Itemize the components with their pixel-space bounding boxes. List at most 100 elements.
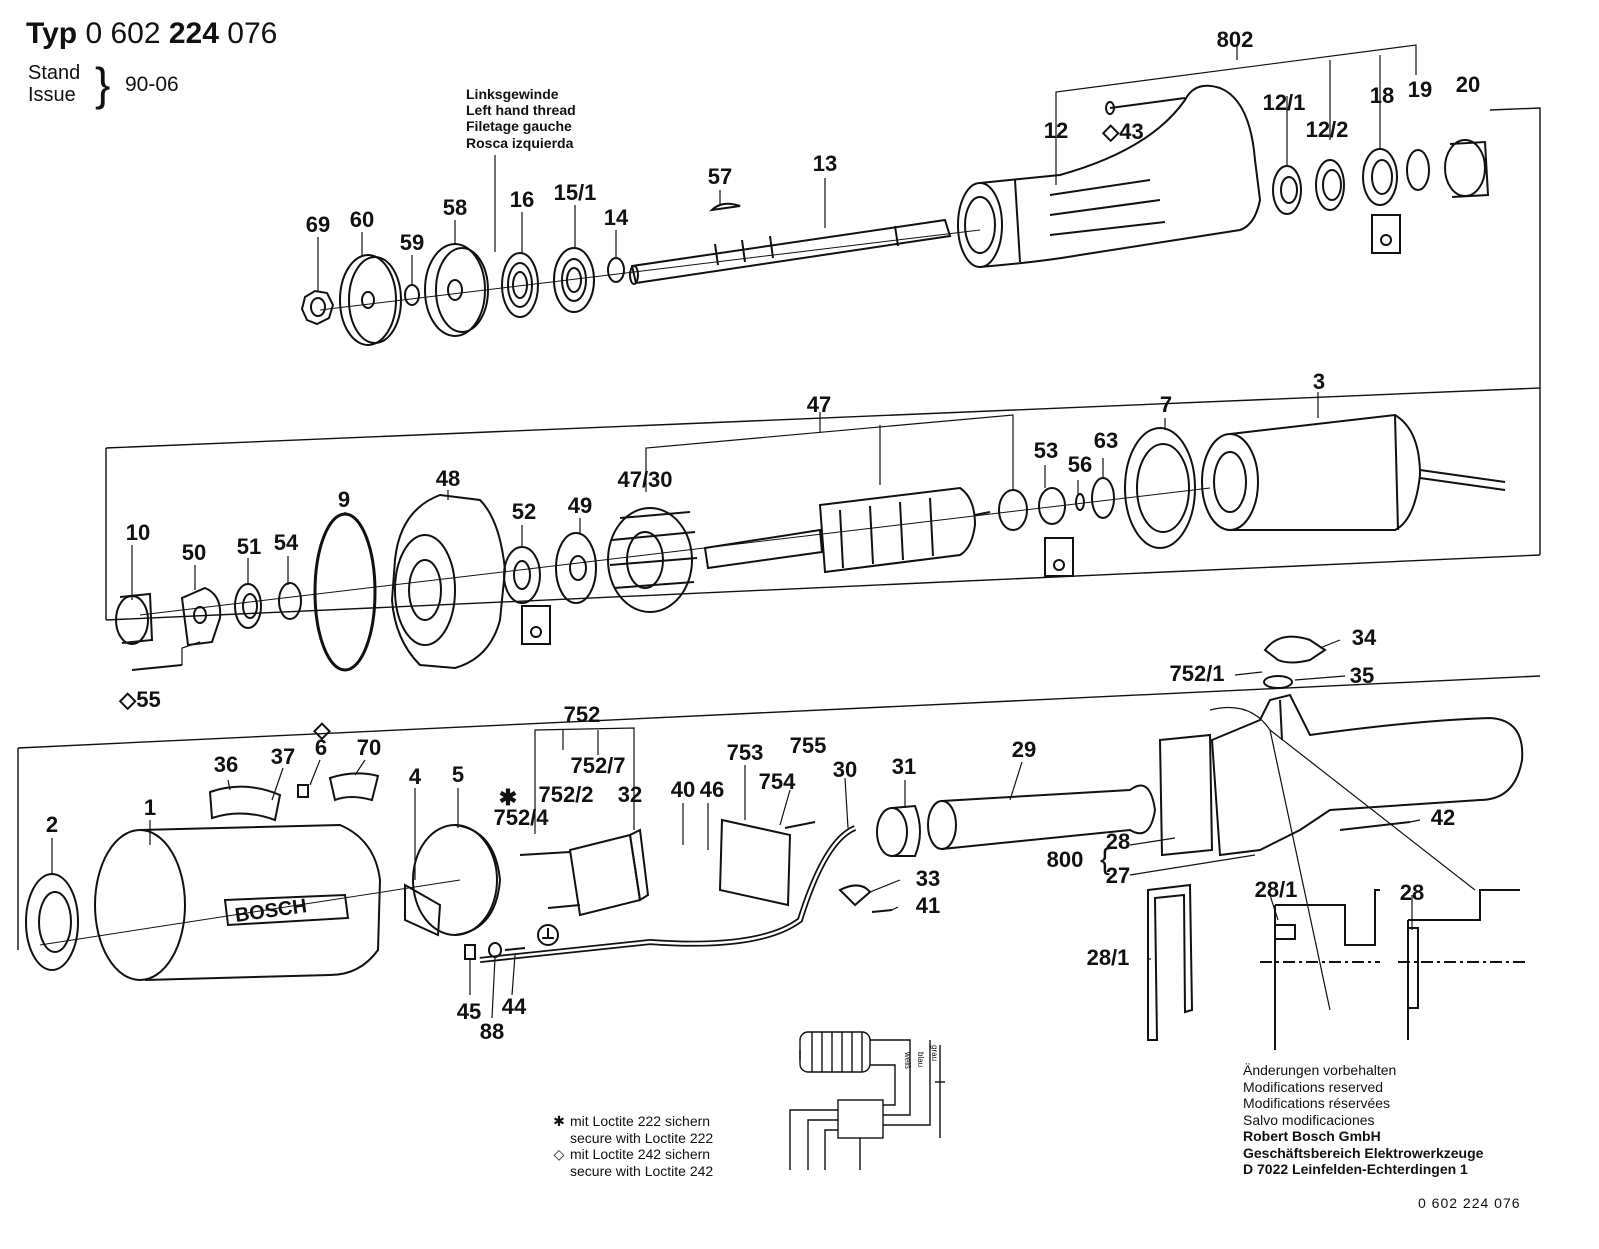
loctite-222-en: secure with Loctite 222 [570,1129,714,1146]
part-label-47: 47 [806,392,832,417]
part-label-32: 32 [617,782,643,807]
part-label-12-1: 12/1 [1262,90,1306,115]
seal-detail-28-1 [1260,889,1380,1050]
part-label-48: 48 [435,466,461,491]
screw-41 [871,909,893,913]
seal-28-1 [1147,883,1194,1041]
screw-755 [784,821,816,829]
stand-label: Stand [28,62,81,84]
cap-5 [412,824,502,936]
part-label-28-1-side: 28/1 [1086,945,1130,970]
part-label-37: 37 [270,744,296,769]
stand-issue-labels: Stand Issue [28,62,80,106]
ring-12-2 [1315,159,1345,211]
housing-assembly-row: BOSCH [25,635,1525,1050]
pinion-20 [1444,139,1490,198]
bracket-4 [404,883,442,937]
baffle-7 [1124,427,1196,549]
spindle-13 [629,218,952,285]
part-label-59: 59 [399,230,425,255]
part-label-35: 35 [1349,663,1375,688]
bearing-56 [1038,487,1066,525]
wire-label-1: weiß [903,1051,912,1069]
part-label-754: 754 [758,769,796,794]
oring-9 [313,512,377,672]
bearing-52 [503,546,541,604]
loctite-legend: ✱mit Loctite 222 sichern secure with Loc… [548,1113,713,1179]
type-number-part1: 0 602 [85,17,161,50]
ring-63 [1091,477,1115,519]
cable-clamp-33 [838,884,872,907]
part-label-14: 14 [603,205,629,230]
part-label-16: 16 [509,187,535,212]
modifications-fr: Modifications réservées [1243,1095,1391,1112]
part-label-753: 753 [726,740,764,765]
diamond-icon: ◇ [553,1146,565,1163]
key-57 [709,202,741,212]
part-label-43: ◇43 [1102,119,1144,144]
part-label-755: 755 [789,733,827,758]
part-label-50: 50 [181,540,207,565]
stator-3 [1201,413,1506,531]
thread-note-de: Linksgewinde [466,86,559,102]
grommet-31 [876,804,921,857]
bearing-card-52 [521,605,551,645]
ground-parts-45-88-44 [464,942,526,960]
company-name: Robert Bosch GmbH [1243,1128,1381,1145]
company-division: Geschäftsbereich Elektrowerkzeuge [1243,1144,1484,1161]
screw-6 [297,784,309,798]
bearing-plate-49 [555,532,597,604]
part-label-57: 57 [707,164,733,189]
type-label: Typ [26,17,78,50]
part-label-88: 88 [479,1019,505,1044]
issue-date: 90-06 [125,73,179,96]
part-label-34: 34 [1351,625,1377,650]
issue-label: Issue [28,84,76,106]
spindle-assembly-row [300,44,1490,346]
part-label-69: 69 [305,212,331,237]
part-label-70: 70 [356,735,382,760]
modifications-en: Modifications reserved [1243,1078,1384,1095]
ring-14 [607,257,625,283]
bracket-753 [718,818,792,907]
leaders-row3 [51,639,1476,1019]
thread-note-es: Rosca izquierda [466,134,574,151]
motor-housing-1: BOSCH [94,823,382,981]
washer-59 [404,284,420,306]
part-label-54: 54 [273,530,299,555]
switch-752 [519,828,650,917]
part-label-42: 42 [1430,805,1456,830]
nut-69 [300,289,335,326]
modifications-de: Änderungen vorbehalten [1243,1062,1397,1078]
bearing-card-53 [1044,537,1074,577]
part-label-12: 12 [1043,118,1069,143]
ring-2 [25,873,79,971]
part-label-28: 28 [1105,829,1131,854]
type-number-part3: 076 [227,17,278,50]
star-icon: ✱ [553,1113,565,1129]
part-label-29: 29 [1011,737,1037,762]
part-label-36: 36 [213,752,239,777]
part-label-19: 19 [1407,77,1433,102]
part-label-41: 41 [915,893,941,918]
part-label-28-1-top: 28/1 [1254,877,1298,902]
fan-47-30 [607,507,698,613]
part-label-4: 4 [408,764,422,789]
part-label-10: 10 [125,520,151,545]
seal-detail-28 [1398,889,1525,1040]
wiring-diagram: weiß blau grau [789,1031,945,1170]
gear-head-12 [957,84,1262,268]
plate-70 [328,772,380,802]
part-label-752: 752 [563,702,601,727]
part-label-752-2: 752/2 [538,782,594,807]
cable-sleeve-29 [927,784,1157,850]
part-label-49: 49 [567,493,593,518]
part-label-47-30: 47/30 [617,467,673,492]
svg-text:{: { [1100,843,1110,876]
part-label-15-1: 15/1 [553,180,597,205]
switch-lever-34 [1263,635,1327,664]
ring-51 [234,583,262,629]
thread-note-fr: Filetage gauche [466,118,572,135]
loctite-242-en: secure with Loctite 242 [570,1162,714,1179]
